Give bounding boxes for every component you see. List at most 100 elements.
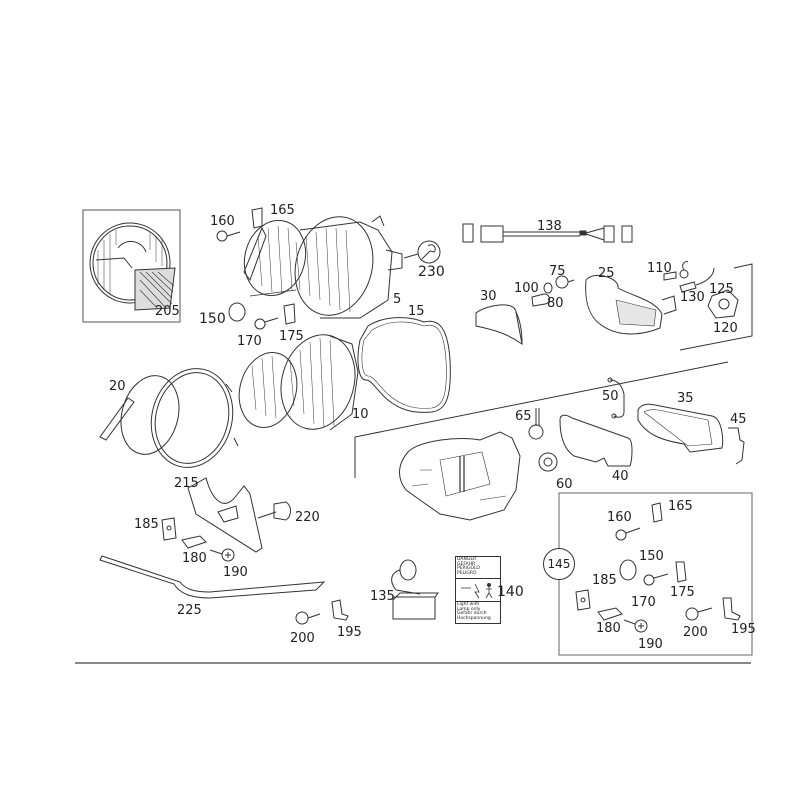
callout-175[interactable]: 175 <box>279 329 304 344</box>
headlamp-10 <box>238 334 359 431</box>
kit-nut-185 <box>575 589 591 611</box>
kit-screw-170 <box>643 573 669 586</box>
clip-175 <box>283 303 296 325</box>
callout-165[interactable]: 165 <box>270 203 295 218</box>
warning-label-pictogram <box>456 579 500 602</box>
kit-parts <box>575 502 741 633</box>
warning-footer-3: Gefahr durch <box>457 611 487 617</box>
callout-45[interactable]: 45 <box>730 412 747 427</box>
bulb-130 <box>679 267 715 293</box>
kit-callout-170[interactable]: 170 <box>631 595 656 610</box>
warning-label-footer: Light with Lamp only Gefahr durch Hochsp… <box>456 602 500 623</box>
callout-75[interactable]: 75 <box>549 264 566 279</box>
trim-strip-225 <box>99 555 326 599</box>
callout-10[interactable]: 10 <box>352 407 369 422</box>
clip-165 <box>251 207 263 229</box>
callout-60[interactable]: 60 <box>556 477 573 492</box>
kit-callout-165[interactable]: 165 <box>668 499 693 514</box>
warning-footer-1: Light with <box>457 601 480 607</box>
callout-80[interactable]: 80 <box>547 296 564 311</box>
bulb-110 <box>663 261 689 281</box>
kit-screw-200 <box>685 607 713 621</box>
kit-screw-160 <box>615 527 641 541</box>
gasket-15 <box>357 317 451 413</box>
kit-inset-frame <box>558 492 753 656</box>
bottom-rule <box>75 662 751 664</box>
headlamp-unit-5 <box>243 215 403 319</box>
warning-footer-2: Lamp only <box>457 606 481 612</box>
kit-washer-150 <box>619 559 637 581</box>
screw-160 <box>216 230 241 242</box>
callout-205[interactable]: 205 <box>155 304 180 319</box>
kit-callout-195[interactable]: 195 <box>731 622 756 637</box>
cap-220 <box>273 501 291 521</box>
callout-130[interactable]: 130 <box>680 290 705 305</box>
kit-callout-190[interactable]: 190 <box>638 637 663 652</box>
callout-20[interactable]: 20 <box>109 379 126 394</box>
kit-screw-190 <box>623 619 648 633</box>
adjuster-60 <box>538 452 558 472</box>
lamp-housing-body <box>399 431 521 521</box>
clip-195 <box>331 599 349 621</box>
callout-215[interactable]: 215 <box>174 476 199 491</box>
washer-80 <box>543 282 553 294</box>
callout-185[interactable]: 185 <box>134 517 159 532</box>
kit-callout-200[interactable]: 200 <box>683 625 708 640</box>
connector-135 <box>391 559 439 620</box>
housing-cover-35 <box>637 403 724 453</box>
wire-50 <box>609 379 625 418</box>
bulb-100 <box>531 293 551 307</box>
callout-160[interactable]: 160 <box>210 214 235 229</box>
callout-195[interactable]: 195 <box>337 625 362 640</box>
callout-125[interactable]: 125 <box>709 282 734 297</box>
kit-callout-185[interactable]: 185 <box>592 573 617 588</box>
connector-cable-138 <box>462 223 633 243</box>
callout-65[interactable]: 65 <box>515 409 532 424</box>
callout-15[interactable]: 15 <box>408 304 425 319</box>
callout-110[interactable]: 110 <box>647 261 672 276</box>
washer-150 <box>228 302 246 322</box>
kit-callout-175[interactable]: 175 <box>670 585 695 600</box>
warning-label-header: DANGER GEFAHR PERIGOLO PELIGRO <box>456 557 500 579</box>
kit-callout-160[interactable]: 160 <box>607 510 632 525</box>
group-bracket-upper <box>679 263 753 351</box>
callout-225[interactable]: 225 <box>177 603 202 618</box>
callout-40[interactable]: 40 <box>612 469 629 484</box>
warning-text-4: PELIGRO <box>457 571 477 577</box>
callout-230[interactable]: 230 <box>418 264 445 280</box>
callout-190[interactable]: 190 <box>223 565 248 580</box>
clip-45 <box>728 427 745 465</box>
group-bracket-lower <box>354 361 729 478</box>
callout-50[interactable]: 50 <box>602 389 619 404</box>
callout-150[interactable]: 150 <box>199 311 226 327</box>
callout-170[interactable]: 170 <box>237 334 262 349</box>
kit-clip-195 <box>722 597 741 621</box>
adjuster-65 <box>528 408 544 440</box>
lamp-socket-120 <box>707 289 739 319</box>
callout-120[interactable]: 120 <box>713 321 738 336</box>
callout-135[interactable]: 135 <box>370 589 395 604</box>
callout-200[interactable]: 200 <box>290 631 315 646</box>
callout-138[interactable]: 138 <box>537 219 562 234</box>
callout-35[interactable]: 35 <box>677 391 694 406</box>
callout-180[interactable]: 180 <box>182 551 207 566</box>
spacer-180 <box>181 535 207 549</box>
wrench-icon <box>417 240 441 264</box>
callout-140[interactable]: 140 <box>497 584 524 600</box>
callout-100[interactable]: 100 <box>514 281 539 296</box>
bracket-215 <box>187 477 263 553</box>
screw-190 <box>209 548 235 562</box>
callout-5[interactable]: 5 <box>393 292 402 307</box>
kit-callout-180[interactable]: 180 <box>596 621 621 636</box>
callout-25[interactable]: 25 <box>598 266 615 281</box>
kit-callout-145[interactable]: 145 <box>543 548 575 580</box>
turn-signal-housing-25 <box>585 275 677 335</box>
kit-clip-165 <box>651 502 663 523</box>
kit-clip-175 <box>675 561 687 583</box>
callout-220[interactable]: 220 <box>295 510 320 525</box>
indicator-lens-30 <box>475 304 523 346</box>
callout-30[interactable]: 30 <box>480 289 497 304</box>
socket-75 <box>555 275 575 289</box>
kit-callout-150[interactable]: 150 <box>639 549 664 564</box>
